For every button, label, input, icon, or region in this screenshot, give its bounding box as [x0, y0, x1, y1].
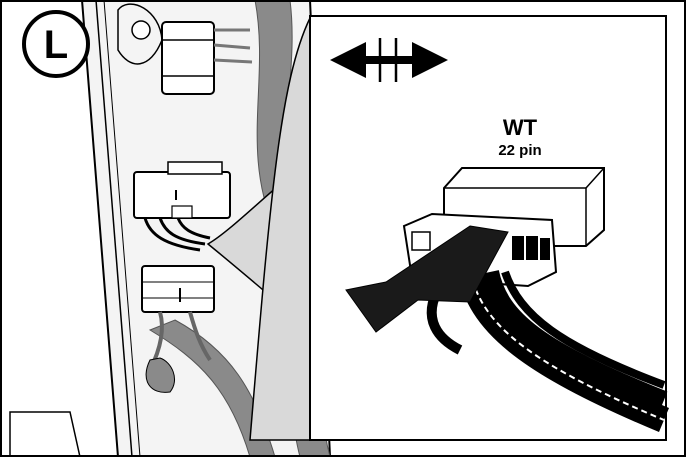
clip — [145, 357, 175, 393]
connector-name: WT — [503, 115, 538, 140]
callout-inset: WT 22 pin — [206, 15, 670, 441]
double-headed-horizontal-arrow-icon — [330, 38, 448, 82]
harness-branch — [148, 319, 276, 457]
panel-edge — [95, 0, 133, 457]
top-connector — [117, 3, 253, 95]
step-badge-label: L — [44, 23, 68, 67]
panel-inner-edge — [103, 0, 141, 457]
bracket — [9, 411, 81, 457]
lower-connector — [141, 265, 215, 371]
step-badge: L — [22, 10, 90, 78]
middle-connector — [133, 161, 231, 252]
pull-direction-arrow-icon — [345, 225, 509, 333]
connector-pin-count: 22 pin — [498, 142, 541, 159]
callout-fold — [249, 17, 311, 441]
